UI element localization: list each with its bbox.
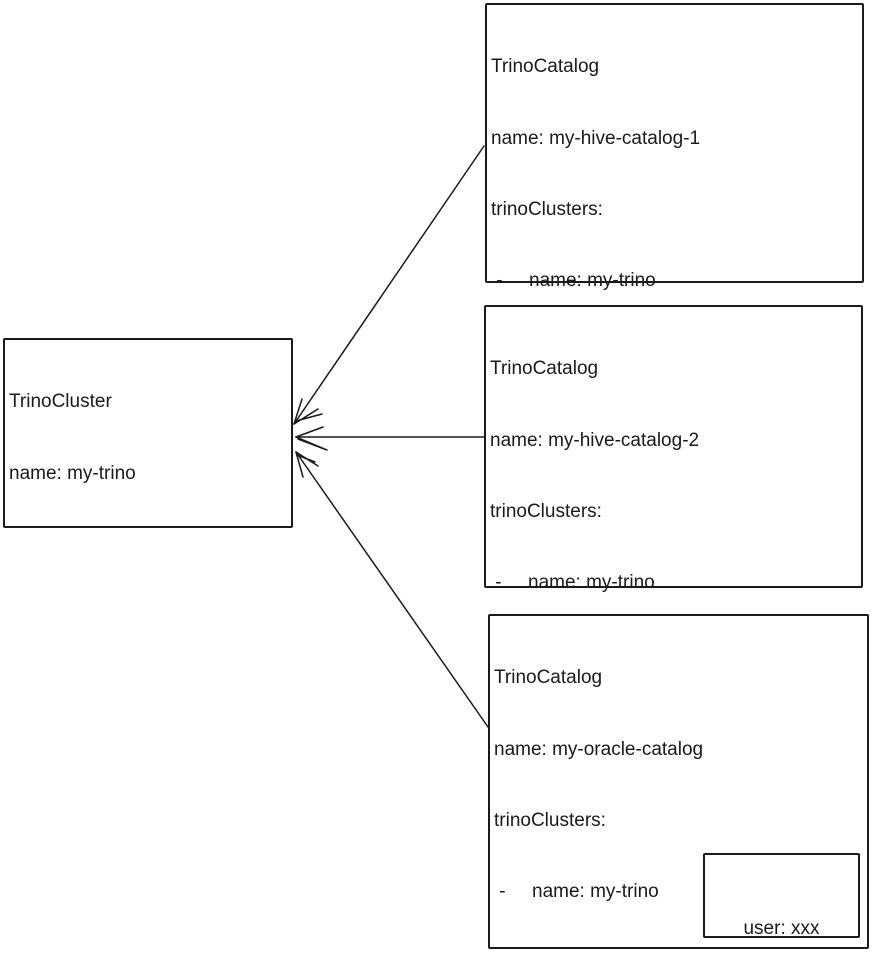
yaml-line: name: my-trino <box>9 462 136 484</box>
yaml-line: TrinoCatalog <box>490 358 599 380</box>
yaml-line: - name: my-trino <box>491 269 656 291</box>
yaml-line: - name: my-trino <box>494 880 659 902</box>
yaml-line: TrinoCluster <box>9 391 112 413</box>
yaml-line: oracle: <box>494 951 863 954</box>
yaml-line: trinoClusters: <box>490 500 602 522</box>
arrowhead-stroke <box>296 454 316 463</box>
trinocatalog-box-hive-1: TrinoCatalog name: my-hive-catalog-1 tri… <box>485 3 864 646</box>
yaml-line: - name: my-trino <box>490 571 655 593</box>
arrowhead-stroke <box>295 413 323 422</box>
yaml-line: name: my-oracle-catalog <box>494 738 704 760</box>
trinocatalog-box-hive-2: TrinoCatalog name: my-hive-catalog-2 tri… <box>484 305 863 877</box>
connector-line-catalog1-to-cluster <box>293 145 485 425</box>
arrowhead-stroke <box>297 438 328 451</box>
yaml-line: name: my-hive-catalog-1 <box>491 127 701 149</box>
arrowhead-stroke <box>293 408 319 425</box>
arrowhead-stroke <box>293 398 303 425</box>
yaml-line: user: xxx <box>743 918 820 940</box>
credentials-secret-box: user: xxx password: xxx <box>703 853 860 940</box>
yaml-line: name: my-hive-catalog-2 <box>490 429 700 451</box>
arrowhead-stroke <box>295 451 304 478</box>
arrowhead-stroke <box>295 426 324 438</box>
arrowhead-stroke <box>295 436 323 449</box>
yaml-line: trinoClusters: <box>491 198 603 220</box>
arrowhead-stroke <box>295 451 319 467</box>
connector-line-catalog3-to-cluster <box>295 451 489 728</box>
yaml-line: TrinoCatalog <box>494 667 603 689</box>
yaml-line: trinoClusters: <box>494 809 606 831</box>
trinocluster-box: TrinoCluster name: my-trino <box>3 338 293 528</box>
yaml-line: TrinoCatalog <box>491 56 600 78</box>
